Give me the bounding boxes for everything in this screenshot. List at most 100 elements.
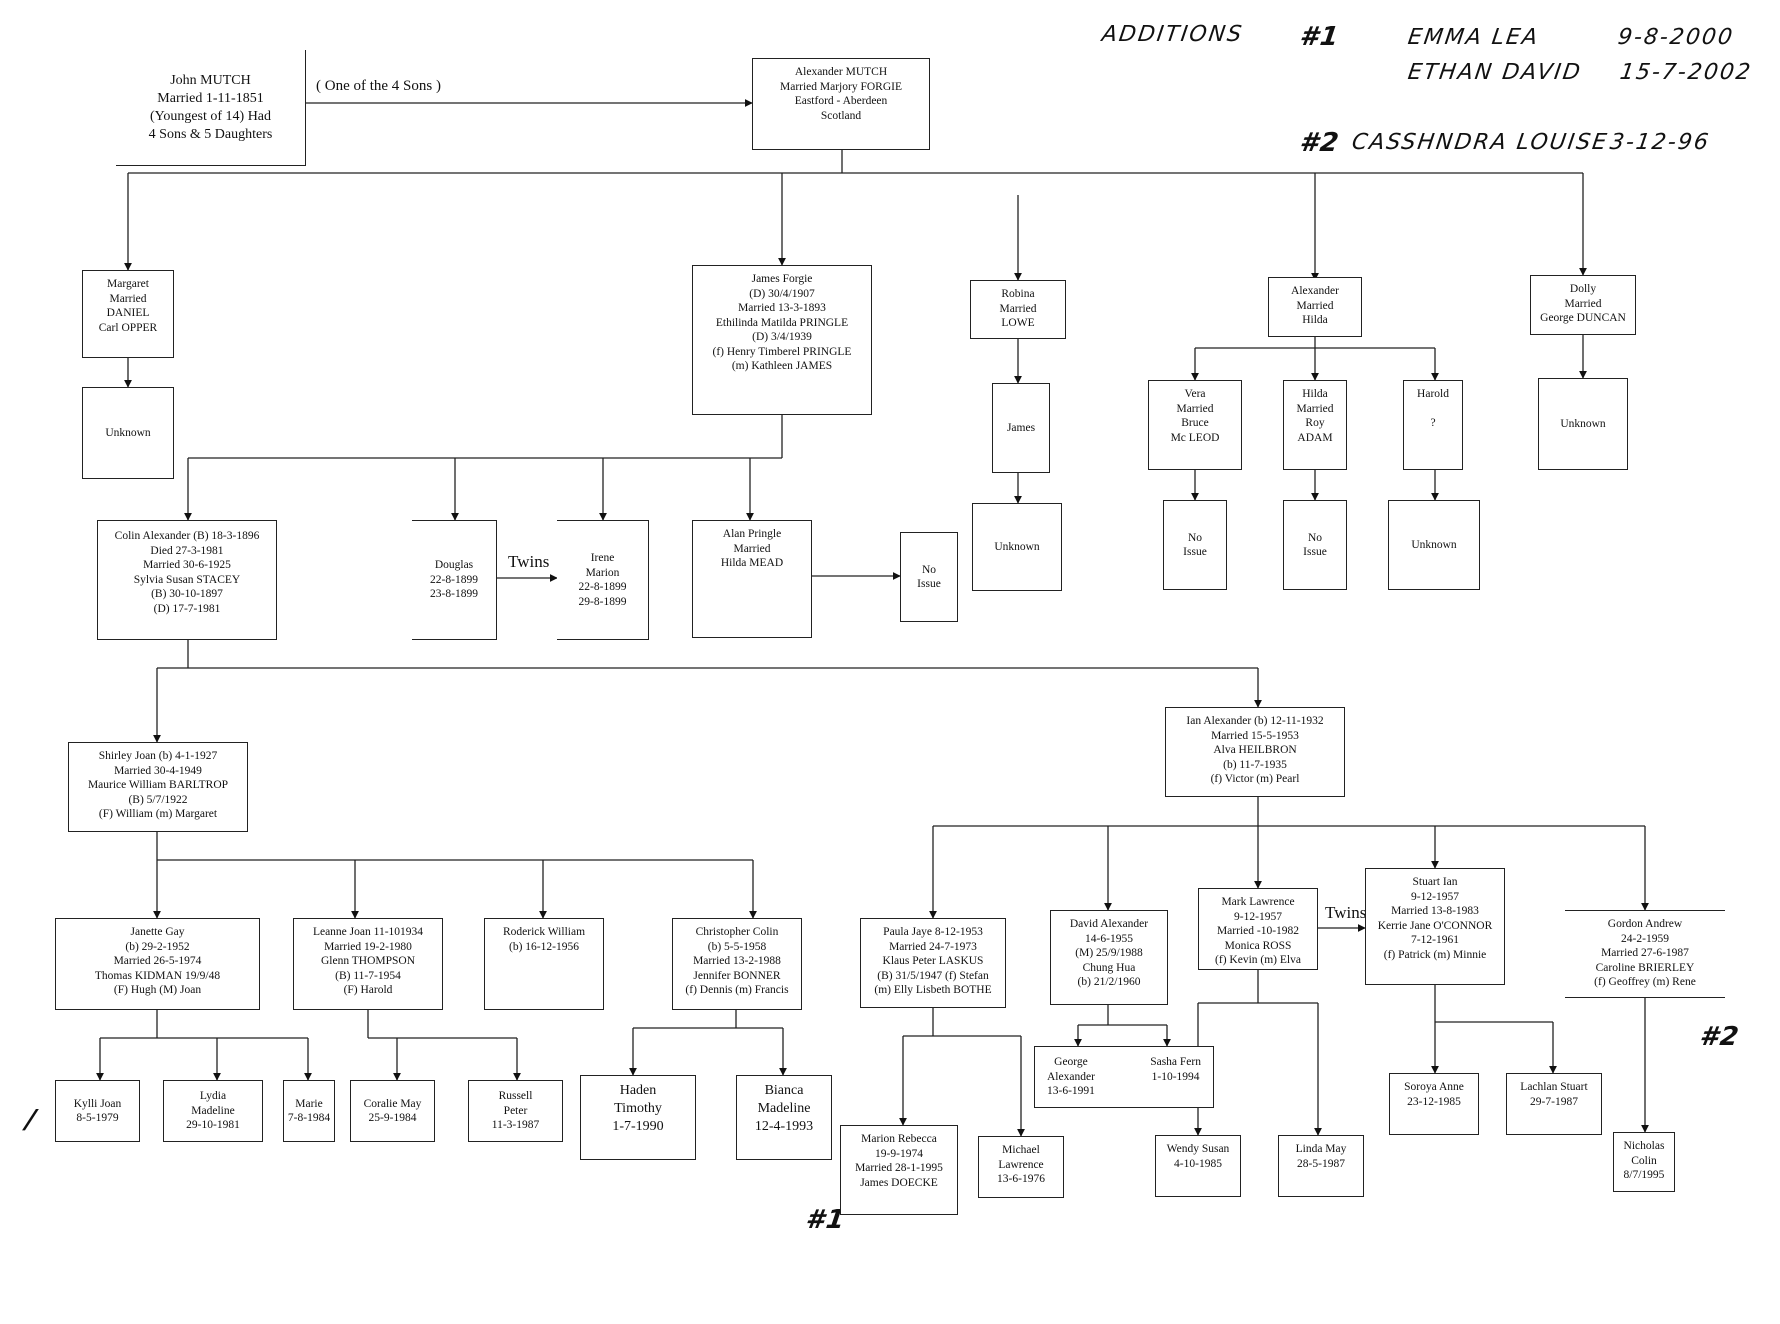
person-detail: (f) Kevin (m) Elva [1215,954,1301,966]
person-detail: (f) Henry Timberel PRINGLE [712,345,852,358]
person-detail: 7-8-1984 [287,1112,331,1124]
person-detail: Carl OPPER [98,321,158,334]
person-name: Unknown [1560,417,1606,430]
person-name: Vera [1184,388,1206,400]
twins-label: Twins [1325,903,1367,922]
person-box-james-lowe: James [992,383,1050,473]
person-box-wendy: Wendy Susan 4-10-1985 [1155,1135,1241,1197]
person-detail: Married 13-2-1988 [693,955,781,967]
person-detail: Sylvia Susan STACEY [133,573,241,586]
person-detail: 22-8-1899 [430,573,478,586]
person-detail: Issue [917,578,941,590]
person-detail: 24-2-1959 [1621,932,1669,945]
person-detail: Married [733,542,771,555]
person-detail [1404,402,1462,417]
person-detail: Monica ROSS [1224,939,1292,952]
person-box-unknown: Unknown [82,387,174,479]
person-name: Wendy Susan [1166,1143,1230,1155]
person-box-roderick: Roderick William(b) 16-12-1956 [484,918,604,1010]
person-name: Kylli Joan [73,1097,122,1110]
person-name: Ian Alexander (b) 12-11-1932 [1186,715,1324,727]
person-name: Shirley Joan (b) 4-1-1927 [98,750,218,762]
person-detail: ? [1430,417,1436,429]
person-name: James Forgie [751,273,813,285]
person-name: Gordon Andrew [1607,918,1683,930]
person-box-unknown: Unknown [972,503,1062,591]
person-detail: 1-10-1994 [1151,1070,1200,1083]
person-detail: 13-6-1976 [997,1173,1045,1185]
person-detail: 9-12-1957 [1234,910,1282,923]
person-detail: Colin [1631,1154,1657,1167]
person-detail: Married 19-2-1980 [324,940,412,953]
person-detail: Married Marjory FORGIE [779,80,902,93]
person-detail: Married [1564,297,1602,310]
person-detail: Chung Hua [1082,961,1136,974]
person-box-alexander-mutch: Alexander MUTCH Married Marjory FORGIE Eas… [752,58,930,150]
person-name: Sasha Fern [1150,1056,1201,1068]
person-name: Alexander MUTCH [794,66,888,78]
person-detail: Caroline BRIERLEY [1595,961,1695,974]
addition-name: EMMA LEA [1406,25,1541,50]
addition-date: 9-8-2000 [1616,25,1736,50]
person-name: Alexander [1291,285,1339,297]
person-detail: (D) 3/4/1939 [752,331,812,343]
addition-name: ETHAN DAVID [1406,60,1584,85]
person-name: Roderick William [502,926,586,938]
person-detail: (B) 31/5/1947 (f) Stefan [877,969,989,982]
person-name: James [1006,421,1036,434]
person-name: Haden [619,1083,657,1098]
additions-marker-1: #1 [1297,22,1343,52]
person-detail: (b) 21/2/1960 [1077,976,1141,988]
person-detail: Kerrie Jane O'CONNOR [1377,919,1493,932]
person-detail: Married 13-8-1983 [1391,905,1479,917]
person-detail: (f) Geoffrey (m) Rene [1594,976,1696,988]
person-detail: Married -10-1982 [1216,925,1300,937]
person-detail: (b) 11-7-1935 [1223,758,1287,771]
person-detail: Eastford - Aberdeen [794,95,888,107]
person-detail: Married [109,292,147,305]
person-detail: (f) Victor (m) Pearl [1210,773,1300,785]
person-detail: Married [1296,402,1334,415]
person-detail: 22-8-1899 [578,581,627,593]
person-name: Unknown [1411,538,1457,551]
person-detail: 9-12-1957 [1411,890,1459,903]
person-detail: (B) 30-10-1897 [151,588,223,600]
person-detail: 12-4-1993 [754,1119,814,1134]
person-sasha: Sasha Fern 1-10-1994 [1150,1055,1201,1099]
person-detail: (D) 30/4/1907 [749,287,815,300]
person-name: Douglas [434,559,474,572]
person-detail: 8/7/1995 [1623,1169,1665,1181]
person-name: Christopher Colin [695,926,779,938]
person-detail: 4-10-1985 [1174,1157,1222,1170]
person-name: Linda May [1295,1143,1347,1155]
person-name: Hilda [1302,388,1328,400]
person-detail: Marion [585,566,620,579]
person-detail: 7-12-1961 [1411,934,1459,946]
person-detail: (B) 5/7/1922 [128,793,188,806]
person-detail: Married 26-5-1974 [113,955,202,967]
person-detail: James DOECKE [860,1176,938,1189]
